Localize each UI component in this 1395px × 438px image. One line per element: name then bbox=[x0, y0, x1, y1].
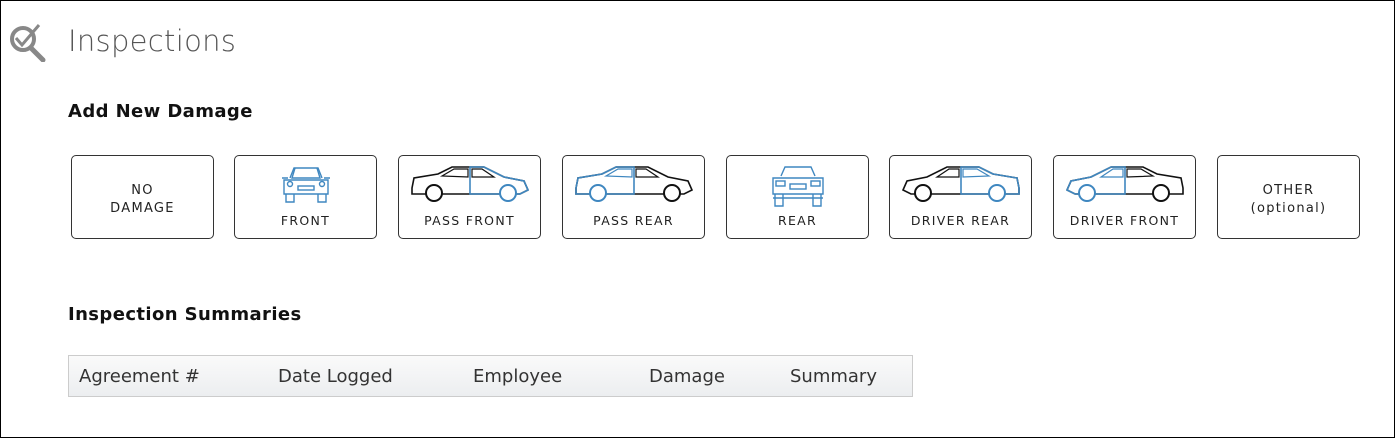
button-label: REAR bbox=[777, 213, 818, 228]
pass-rear-damage-button[interactable]: PASS REAR bbox=[562, 155, 705, 239]
car-driver-front-icon bbox=[1065, 166, 1184, 202]
front-damage-button[interactable]: FRONT bbox=[234, 155, 377, 239]
inspection-magnifier-check-icon bbox=[10, 24, 46, 62]
button-label: PASS REAR bbox=[593, 213, 674, 228]
car-driver-rear-icon bbox=[901, 166, 1020, 202]
column-header-date-logged[interactable]: Date Logged bbox=[278, 366, 393, 387]
button-label: OTHER(optional) bbox=[1250, 183, 1327, 216]
other-damage-button[interactable]: OTHER(optional) bbox=[1217, 155, 1360, 239]
inspection-summaries-heading: Inspection Summaries bbox=[68, 304, 302, 325]
button-label: FRONT bbox=[280, 213, 331, 228]
inspection-summaries-table-header: Agreement # Date Logged Employee Damage … bbox=[68, 355, 913, 397]
car-pass-front-icon bbox=[410, 166, 529, 202]
car-rear-icon bbox=[771, 166, 824, 207]
car-front-icon bbox=[281, 167, 330, 203]
button-label: PASS FRONT bbox=[424, 213, 515, 228]
driver-rear-damage-button[interactable]: DRIVER REAR bbox=[889, 155, 1032, 239]
rear-damage-button[interactable]: REAR bbox=[726, 155, 869, 239]
pass-front-damage-button[interactable]: PASS FRONT bbox=[398, 155, 541, 239]
driver-front-damage-button[interactable]: DRIVER FRONT bbox=[1053, 155, 1196, 239]
car-pass-rear-icon bbox=[574, 166, 693, 202]
add-damage-heading: Add New Damage bbox=[68, 101, 253, 122]
column-header-agreement[interactable]: Agreement # bbox=[79, 366, 200, 387]
button-label: DRIVER FRONT bbox=[1069, 213, 1180, 228]
page-title: Inspections bbox=[68, 24, 237, 58]
button-label: DRIVER REAR bbox=[910, 213, 1011, 228]
column-header-damage[interactable]: Damage bbox=[649, 366, 725, 387]
column-header-summary[interactable]: Summary bbox=[790, 366, 877, 387]
column-header-employee[interactable]: Employee bbox=[473, 366, 563, 387]
